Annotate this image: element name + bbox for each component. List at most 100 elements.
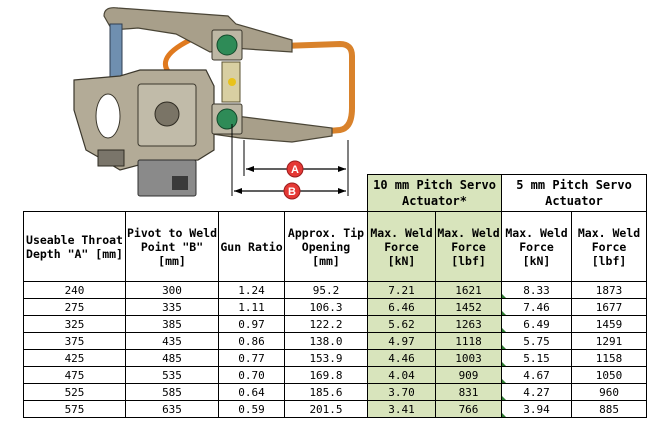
- cell-10mm-kn: 3.41: [367, 400, 436, 418]
- cell-10mm-kn: 3.70: [367, 383, 436, 401]
- arrowhead-b-right: [338, 188, 346, 194]
- cell-throat: 475: [23, 366, 126, 384]
- cell-throat: 275: [23, 298, 126, 316]
- group-header-5mm: 5 mm Pitch Servo Actuator: [501, 174, 648, 212]
- col-5mm-force-lbf: Max. Weld Force [lbf]: [571, 211, 648, 282]
- cell-opening: 185.6: [284, 383, 368, 401]
- arrowhead-b-left: [234, 188, 242, 194]
- cell-ratio: 0.77: [218, 349, 285, 367]
- cell-5mm-kn: 8.33: [501, 281, 573, 299]
- cell-10mm-kn: 4.04: [367, 366, 436, 384]
- cell-10mm-lbf: 909: [434, 366, 503, 384]
- table-row: 275 335 1.11 106.3 6.46 1452 7.46 1677: [23, 298, 648, 316]
- table-row: 475 535 0.70 169.8 4.04 909 4.67 1050: [23, 366, 648, 384]
- cell-throat: 525: [23, 383, 126, 401]
- header-spacer: [24, 175, 368, 212]
- cell-5mm-lbf: 960: [571, 383, 648, 401]
- cylinder: [109, 23, 123, 81]
- group-header-row: 10 mm Pitch Servo Actuator* 5 mm Pitch S…: [24, 174, 648, 212]
- cell-pivot: 300: [125, 281, 219, 299]
- cell-10mm-lbf: 831: [434, 383, 503, 401]
- cell-opening: 138.0: [284, 332, 368, 350]
- shunt-indicator: [228, 78, 236, 86]
- cell-10mm-lbf: 1621: [434, 281, 503, 299]
- motor-bracket: [97, 149, 125, 167]
- upper-arm: [103, 7, 293, 53]
- cell-pivot: 635: [125, 400, 219, 418]
- cell-5mm-kn: 5.75: [501, 332, 573, 350]
- cell-pivot: 385: [125, 315, 219, 333]
- cell-throat: 375: [23, 332, 126, 350]
- cell-10mm-kn: 5.62: [367, 315, 436, 333]
- callout-b-label: B: [288, 186, 296, 198]
- cell-10mm-lbf: 1263: [434, 315, 503, 333]
- cell-opening: 106.3: [284, 298, 368, 316]
- water-pipe: [279, 40, 355, 135]
- cell-pivot: 585: [125, 383, 219, 401]
- cell-5mm-kn: 5.15: [501, 349, 573, 367]
- table-body: 10 mm Pitch Servo Actuator* 5 mm Pitch S…: [23, 174, 648, 418]
- col-10mm-force-lbf: Max. Weld Force [lbf]: [434, 211, 503, 282]
- cell-10mm-lbf: 1003: [434, 349, 503, 367]
- cell-5mm-kn: 7.46: [501, 298, 573, 316]
- cell-10mm-kn: 4.46: [367, 349, 436, 367]
- col-10mm-force-kn: Max. Weld Force [kN]: [367, 211, 436, 282]
- cell-throat: 575: [23, 400, 126, 418]
- cell-5mm-kn: 4.67: [501, 366, 573, 384]
- cell-ratio: 0.59: [218, 400, 285, 418]
- cell-opening: 122.2: [284, 315, 368, 333]
- weld-force-table: 10 mm Pitch Servo Actuator* 5 mm Pitch S…: [23, 174, 648, 418]
- cell-pivot: 435: [125, 332, 219, 350]
- cell-ratio: 1.24: [218, 281, 285, 299]
- callout-a-marker: [286, 160, 304, 178]
- cell-5mm-lbf: 1677: [571, 298, 648, 316]
- cell-10mm-kn: 6.46: [367, 298, 436, 316]
- cell-ratio: 0.64: [218, 383, 285, 401]
- cell-5mm-kn: 3.94: [501, 400, 573, 418]
- cell-5mm-lbf: 1050: [571, 366, 648, 384]
- cell-10mm-lbf: 766: [434, 400, 503, 418]
- group-header-10mm: 10 mm Pitch Servo Actuator*: [366, 174, 503, 212]
- cell-ratio: 0.97: [218, 315, 285, 333]
- lower-electrode-cap: [216, 108, 238, 130]
- cell-5mm-kn: 6.49: [501, 315, 573, 333]
- col-throat-depth: Useable Throat Depth "A" [mm]: [23, 211, 126, 282]
- cell-opening: 153.9: [284, 349, 368, 367]
- motor-connector: [172, 176, 188, 190]
- table-row: 525 585 0.64 185.6 3.70 831 4.27 960: [23, 383, 648, 401]
- col-gun-ratio: Gun Ratio: [218, 211, 285, 282]
- cell-opening: 169.8: [284, 366, 368, 384]
- table-row: 240 300 1.24 95.2 7.21 1621 8.33 1873: [23, 281, 648, 299]
- table-row: 425 485 0.77 153.9 4.46 1003 5.15 1158: [23, 349, 648, 367]
- cell-5mm-lbf: 1873: [571, 281, 648, 299]
- cell-throat: 240: [23, 281, 126, 299]
- cell-5mm-lbf: 1158: [571, 349, 648, 367]
- arrowhead-a-right: [338, 166, 346, 172]
- cell-throat: 425: [23, 349, 126, 367]
- cell-pivot: 335: [125, 298, 219, 316]
- col-tip-opening: Approx. Tip Opening [mm]: [284, 211, 368, 282]
- cell-5mm-lbf: 885: [571, 400, 648, 418]
- body-cutout: [95, 93, 121, 139]
- cell-5mm-kn: 4.27: [501, 383, 573, 401]
- upper-electrode-cap: [216, 34, 238, 56]
- col-pivot-to-weld: Pivot to Weld Point "B" [mm]: [125, 211, 219, 282]
- cell-opening: 95.2: [284, 281, 368, 299]
- cell-pivot: 535: [125, 366, 219, 384]
- cell-pivot: 485: [125, 349, 219, 367]
- cell-throat: 325: [23, 315, 126, 333]
- callout-a-label: A: [291, 164, 299, 176]
- cell-opening: 201.5: [284, 400, 368, 418]
- column-header-row: Useable Throat Depth "A" [mm] Pivot to W…: [23, 211, 648, 282]
- cell-ratio: 0.70: [218, 366, 285, 384]
- col-5mm-force-kn: Max. Weld Force [kN]: [501, 211, 573, 282]
- cell-10mm-lbf: 1118: [434, 332, 503, 350]
- table-row: 325 385 0.97 122.2 5.62 1263 6.49 1459: [23, 315, 648, 333]
- cell-5mm-lbf: 1459: [571, 315, 648, 333]
- table-row: 575 635 0.59 201.5 3.41 766 3.94 885: [23, 400, 648, 418]
- pivot-bore: [154, 101, 180, 127]
- callout-b-marker: [283, 182, 301, 200]
- cell-10mm-kn: 4.97: [367, 332, 436, 350]
